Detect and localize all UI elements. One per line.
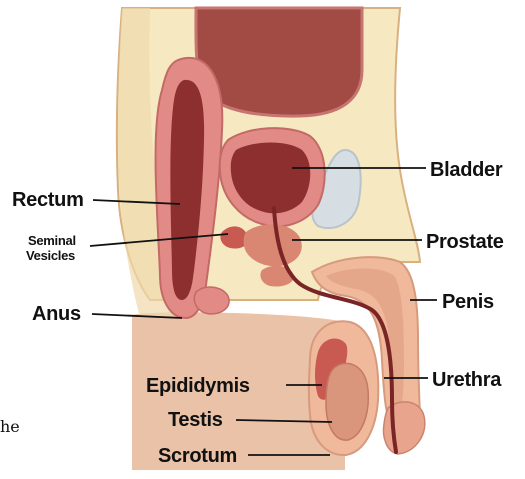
label-testis: Testis [168,409,223,431]
cropped-text: he [0,417,20,436]
label-epididymis: Epididymis [146,375,250,397]
label-seminal-line2: Vesicles [26,248,75,263]
scrotum [309,321,378,455]
label-scrotum: Scrotum [158,445,237,467]
label-anus: Anus [32,303,81,325]
anus-tissue [194,287,229,314]
testis-body [326,363,368,440]
label-urethra: Urethra [432,369,502,391]
label-rectum: Rectum [12,189,84,211]
label-prostate: Prostate [426,231,504,253]
label-bladder: Bladder [430,159,503,181]
label-penis: Penis [442,291,494,313]
label-seminal-line1: Seminal [28,233,76,248]
glans [384,402,425,454]
